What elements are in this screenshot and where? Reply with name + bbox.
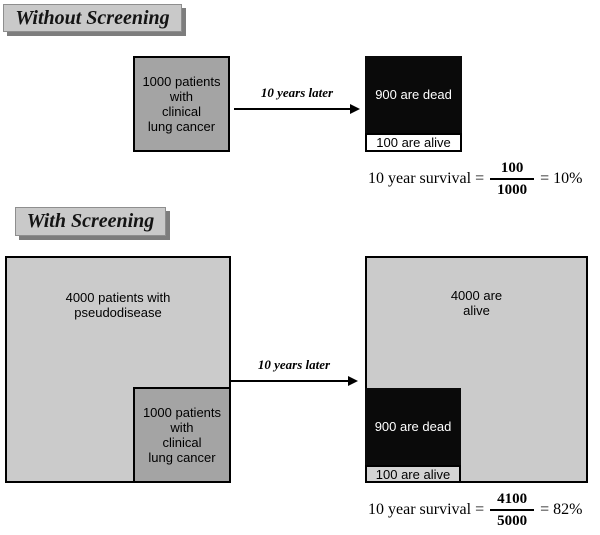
fraction-denominator: 5000 [497,513,528,529]
fraction-denominator: 1000 [497,182,528,198]
outcome-box-with-screening: 900 are dead 100 are alive [365,388,461,483]
dead-count-label: 900 are dead [375,87,452,102]
pseudodisease-box: 4000 patients with pseudodisease [5,256,231,483]
section-title-with-screening: With Screening [15,207,166,236]
fraction-bar [490,178,535,180]
alive-count-strip: 100 are alive [365,133,462,152]
alive-count-strip: 100 are alive [365,465,461,483]
fraction-numerator: 100 [500,160,524,176]
formula-label: 10 year survival = [368,170,485,187]
fraction-numerator: 4100 [497,491,528,507]
formula-fraction: 4100 5000 [490,491,535,529]
arrow-right-icon [234,104,360,114]
arrow-head [350,104,360,114]
timeline-arrow-without-screening: 10 years later [234,85,360,114]
timeline-arrow-with-screening: 10 years later [230,357,358,386]
formula-result: = 10% [540,170,583,187]
arrow-right-icon [230,376,358,386]
survival-formula-without-screening: 10 year survival = 100 1000 = 10% [368,157,582,201]
arrow-line [234,108,352,110]
arrow-head [348,376,358,386]
patients-box-without-screening: 1000 patients with clinical lung cancer [133,56,230,152]
fraction-bar [490,509,535,511]
section-title-without-screening: Without Screening [3,4,182,32]
dead-count-label: 900 are dead [374,419,452,434]
arrow-label: 10 years later [260,85,334,100]
survival-formula-with-screening: 10 year survival = 4100 5000 = 82% [368,488,582,532]
formula-label: 10 year survival = [368,501,485,518]
arrow-line [230,380,350,382]
formula-fraction: 100 1000 [490,160,535,198]
formula-result: = 82% [540,501,583,518]
arrow-label: 10 years later [257,357,331,372]
outcome-box-without-screening: 900 are dead 100 are alive [365,56,462,152]
patients-box-with-screening: 1000 patients with clinical lung cancer [133,387,231,483]
